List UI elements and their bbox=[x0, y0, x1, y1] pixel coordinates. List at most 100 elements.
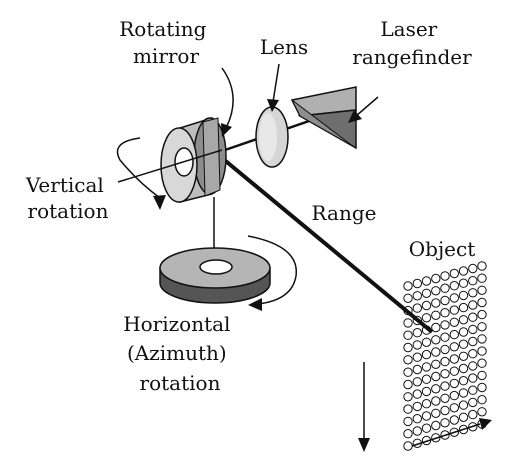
object-grid-dot bbox=[440, 369, 450, 379]
object-grid-dot bbox=[458, 388, 469, 398]
object-grid-dot bbox=[431, 359, 441, 369]
label-rotating-mirror: Rotating mirror bbox=[119, 17, 213, 68]
object-grid-dot bbox=[403, 281, 413, 291]
object-grid-dot bbox=[431, 322, 441, 333]
object-grid-dot bbox=[449, 317, 459, 327]
object-grid-dot bbox=[477, 346, 487, 356]
object-grid-dot bbox=[449, 293, 459, 303]
object-grid-dot bbox=[412, 328, 422, 338]
object-grid-dot bbox=[449, 329, 459, 340]
object-grid-dot bbox=[477, 395, 487, 405]
range-beam bbox=[220, 156, 434, 334]
object-grid-dot bbox=[412, 352, 422, 362]
object-grid-dot bbox=[440, 344, 450, 355]
object-grid-dot bbox=[468, 385, 478, 395]
object-grid-dot bbox=[440, 418, 450, 428]
object-grid-dot bbox=[458, 315, 469, 325]
object-grid-dot bbox=[431, 273, 441, 284]
object-grid-dot bbox=[431, 371, 441, 382]
lens-pointer-arrow bbox=[267, 63, 280, 112]
object-grid-dot bbox=[403, 293, 413, 303]
object-grid-dot bbox=[431, 286, 441, 296]
object-grid-dot bbox=[440, 332, 450, 342]
object-grid-dot bbox=[421, 411, 432, 421]
object-grid-dot bbox=[403, 330, 413, 340]
object-grid-dot bbox=[431, 335, 441, 345]
object-grid-dot bbox=[412, 278, 422, 289]
object-grid-dot bbox=[421, 423, 432, 433]
object-grid-dot bbox=[421, 349, 432, 360]
object-grid-dot bbox=[468, 263, 478, 274]
object-grid-dot bbox=[468, 349, 478, 359]
object-grid-dot bbox=[431, 396, 441, 406]
object-grid-dot bbox=[403, 429, 413, 439]
object-down-arrow bbox=[358, 362, 370, 452]
object-grid-dot bbox=[477, 297, 487, 308]
object-grid-dot bbox=[403, 342, 413, 353]
object-grid-dot bbox=[412, 401, 422, 412]
object-grid-dot bbox=[421, 313, 432, 323]
object-grid-dot bbox=[412, 377, 422, 387]
object-grid-dot bbox=[477, 370, 487, 381]
object-grid-dot bbox=[477, 309, 487, 320]
rotating-mirror-icon bbox=[160, 117, 227, 203]
object-grid-dot bbox=[458, 327, 469, 337]
object-grid-dot bbox=[421, 374, 432, 384]
object-grid-dot bbox=[477, 358, 487, 368]
object-grid-dot bbox=[403, 318, 413, 328]
object-grid-dot bbox=[403, 392, 413, 402]
object-grid-dot bbox=[403, 355, 413, 365]
label-object: Object bbox=[409, 237, 475, 261]
object-grid-dot bbox=[477, 407, 487, 417]
object-grid-dot bbox=[440, 295, 450, 306]
object-grid-dot bbox=[449, 268, 459, 279]
object-grid-dot bbox=[449, 366, 459, 376]
object-grid-dot bbox=[412, 426, 422, 436]
object-grid-dot bbox=[458, 400, 469, 410]
object-grid-dot bbox=[440, 283, 450, 293]
object-grid-dot bbox=[458, 290, 469, 301]
object-grid-dot bbox=[421, 276, 432, 286]
object-grid-dot bbox=[468, 373, 478, 383]
object-grid-dot bbox=[468, 300, 478, 310]
object-grid-dot bbox=[412, 414, 422, 424]
object-grid-dot bbox=[458, 302, 469, 313]
object-grid-dot bbox=[468, 288, 478, 298]
mirror-pointer-arrow bbox=[221, 67, 234, 137]
object-grid-dot bbox=[431, 408, 441, 418]
object-grid-dot bbox=[412, 303, 422, 313]
vertical-rotation-arrow bbox=[116, 137, 166, 210]
object-grid-dot bbox=[412, 340, 422, 350]
object-grid-dot bbox=[477, 273, 487, 283]
object-grid-dot bbox=[431, 384, 441, 394]
object-grid-dot bbox=[449, 342, 459, 352]
laser-pointer-arrow bbox=[348, 96, 379, 123]
object-grid-dot bbox=[431, 298, 441, 308]
object-grid-dot bbox=[431, 420, 441, 431]
object-grid-dot bbox=[403, 441, 413, 451]
object-grid-dot bbox=[440, 405, 450, 416]
object-grid-dot bbox=[468, 361, 478, 371]
object-grid-dot bbox=[421, 288, 432, 298]
object-grid-dot bbox=[421, 386, 432, 397]
label-vertical-rotation: Vertical rotation bbox=[25, 173, 110, 223]
object-grid-dot bbox=[477, 334, 487, 344]
object-grid-dot bbox=[421, 399, 432, 409]
object-grid-dot bbox=[458, 266, 469, 276]
object-grid-dot bbox=[431, 347, 441, 357]
object-grid-dot bbox=[477, 322, 487, 332]
label-range: Range bbox=[312, 201, 377, 225]
laser-rangefinder-icon bbox=[290, 86, 357, 150]
object-grid-dot bbox=[440, 393, 450, 403]
object-grid-dot bbox=[449, 403, 459, 413]
object-grid-dot bbox=[449, 378, 459, 389]
object-diagonal-arrow bbox=[411, 418, 492, 447]
object-grid-dot bbox=[458, 351, 469, 361]
object-grid-dot bbox=[458, 376, 469, 386]
object-grid-dot bbox=[440, 271, 450, 281]
object-grid-dot bbox=[458, 363, 469, 374]
object-grid-dot bbox=[440, 308, 450, 318]
object-grid-dot bbox=[468, 312, 478, 322]
